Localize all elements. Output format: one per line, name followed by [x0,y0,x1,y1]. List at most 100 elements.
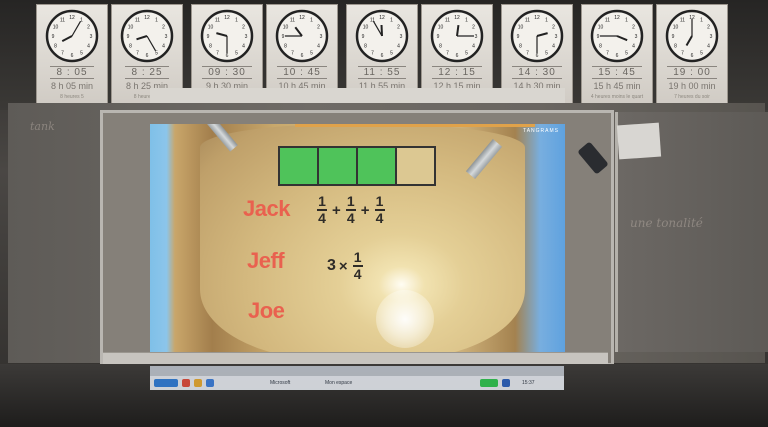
svg-text:12: 12 [534,15,540,21]
svg-text:10: 10 [518,25,524,31]
start-button[interactable] [154,379,178,387]
svg-text:9: 9 [207,34,210,40]
app-icon[interactable] [182,379,190,387]
svg-text:4: 4 [552,44,555,50]
svg-text:11: 11 [445,18,450,24]
svg-text:2: 2 [552,25,555,31]
svg-text:9: 9 [672,34,675,40]
network-icon[interactable] [502,379,510,387]
filled-cell [358,148,397,184]
time-strip [150,88,565,103]
svg-text:4: 4 [632,44,635,50]
svg-text:11: 11 [525,18,530,24]
taskbar-clock[interactable]: 15:37 [522,380,535,386]
svg-text:5: 5 [465,50,468,56]
svg-text:2: 2 [317,25,320,31]
svg-text:6: 6 [536,53,539,59]
svg-text:6: 6 [301,53,304,59]
taskbar-item-2[interactable]: Mon espace [325,380,353,386]
svg-text:1: 1 [465,18,468,24]
projector-glare [376,290,434,348]
svg-text:1: 1 [700,18,703,24]
svg-text:4: 4 [397,44,400,50]
clock-sub: 11 h 55 min [358,81,406,91]
svg-text:4: 4 [87,44,90,50]
svg-text:11: 11 [370,18,375,24]
svg-text:9: 9 [517,34,520,40]
svg-text:5: 5 [390,50,393,56]
svg-text:10: 10 [208,25,214,31]
taskbar-item-1[interactable]: Microsoft [270,380,291,386]
svg-text:8: 8 [54,44,57,50]
svg-text:7: 7 [681,50,684,56]
svg-text:8: 8 [439,44,442,50]
clock-time: 14 : 30 [502,66,572,79]
svg-text:11: 11 [60,18,65,24]
svg-text:7: 7 [291,50,294,56]
svg-text:9: 9 [52,34,55,40]
svg-text:5: 5 [625,50,628,56]
times-sign: × [338,257,348,275]
slide-ruler [295,124,535,127]
svg-text:8: 8 [129,44,132,50]
svg-text:11: 11 [215,18,220,24]
svg-text:8: 8 [519,44,522,50]
svg-text:3: 3 [165,34,168,40]
clock-time: 8 : 05 [37,66,107,79]
svg-text:12: 12 [379,15,385,21]
svg-text:4: 4 [472,44,475,50]
svg-text:10: 10 [283,25,289,31]
svg-text:6: 6 [146,53,149,59]
svg-text:8: 8 [599,44,602,50]
svg-text:12: 12 [69,15,75,21]
filled-cell [319,148,358,184]
browser-icon[interactable] [206,379,214,387]
clock-time: 19 : 00 [657,66,727,79]
svg-text:8: 8 [209,44,212,50]
tray-indicator-icon[interactable] [480,379,498,387]
svg-text:3: 3 [710,34,713,40]
svg-text:12: 12 [144,15,150,21]
svg-text:10: 10 [128,25,134,31]
svg-text:1: 1 [545,18,548,24]
svg-text:1: 1 [80,18,83,24]
svg-text:1: 1 [235,18,238,24]
svg-text:7: 7 [61,50,64,56]
clock-time: 8 : 25 [112,66,182,79]
svg-text:3: 3 [90,34,93,40]
svg-text:12: 12 [299,15,305,21]
svg-text:5: 5 [235,50,238,56]
clock-sub2: 8 heures 25 [133,94,161,100]
svg-text:3: 3 [555,34,558,40]
filled-cell [280,148,319,184]
folder-icon[interactable] [194,379,202,387]
svg-text:5: 5 [545,50,548,56]
svg-text:6: 6 [456,53,459,59]
svg-text:10: 10 [438,25,444,31]
svg-text:1: 1 [390,18,393,24]
clock-sub2: 7 heures du soir [674,94,710,100]
svg-text:7: 7 [606,50,609,56]
svg-text:10: 10 [598,25,604,31]
svg-text:8: 8 [284,44,287,50]
svg-text:2: 2 [397,25,400,31]
svg-text:9: 9 [362,34,365,40]
taskbar-top [150,366,564,376]
svg-text:10: 10 [53,25,59,31]
name-jeff: Jeff [247,248,285,273]
plus-sign: + [360,201,370,219]
svg-text:11: 11 [605,18,610,24]
coefficient: 3 [327,257,336,274]
board-tray [103,352,608,365]
clock-time: 10 : 45 [267,66,337,79]
name-joe: Joe [248,298,285,323]
svg-text:11: 11 [135,18,140,24]
svg-text:7: 7 [136,50,139,56]
